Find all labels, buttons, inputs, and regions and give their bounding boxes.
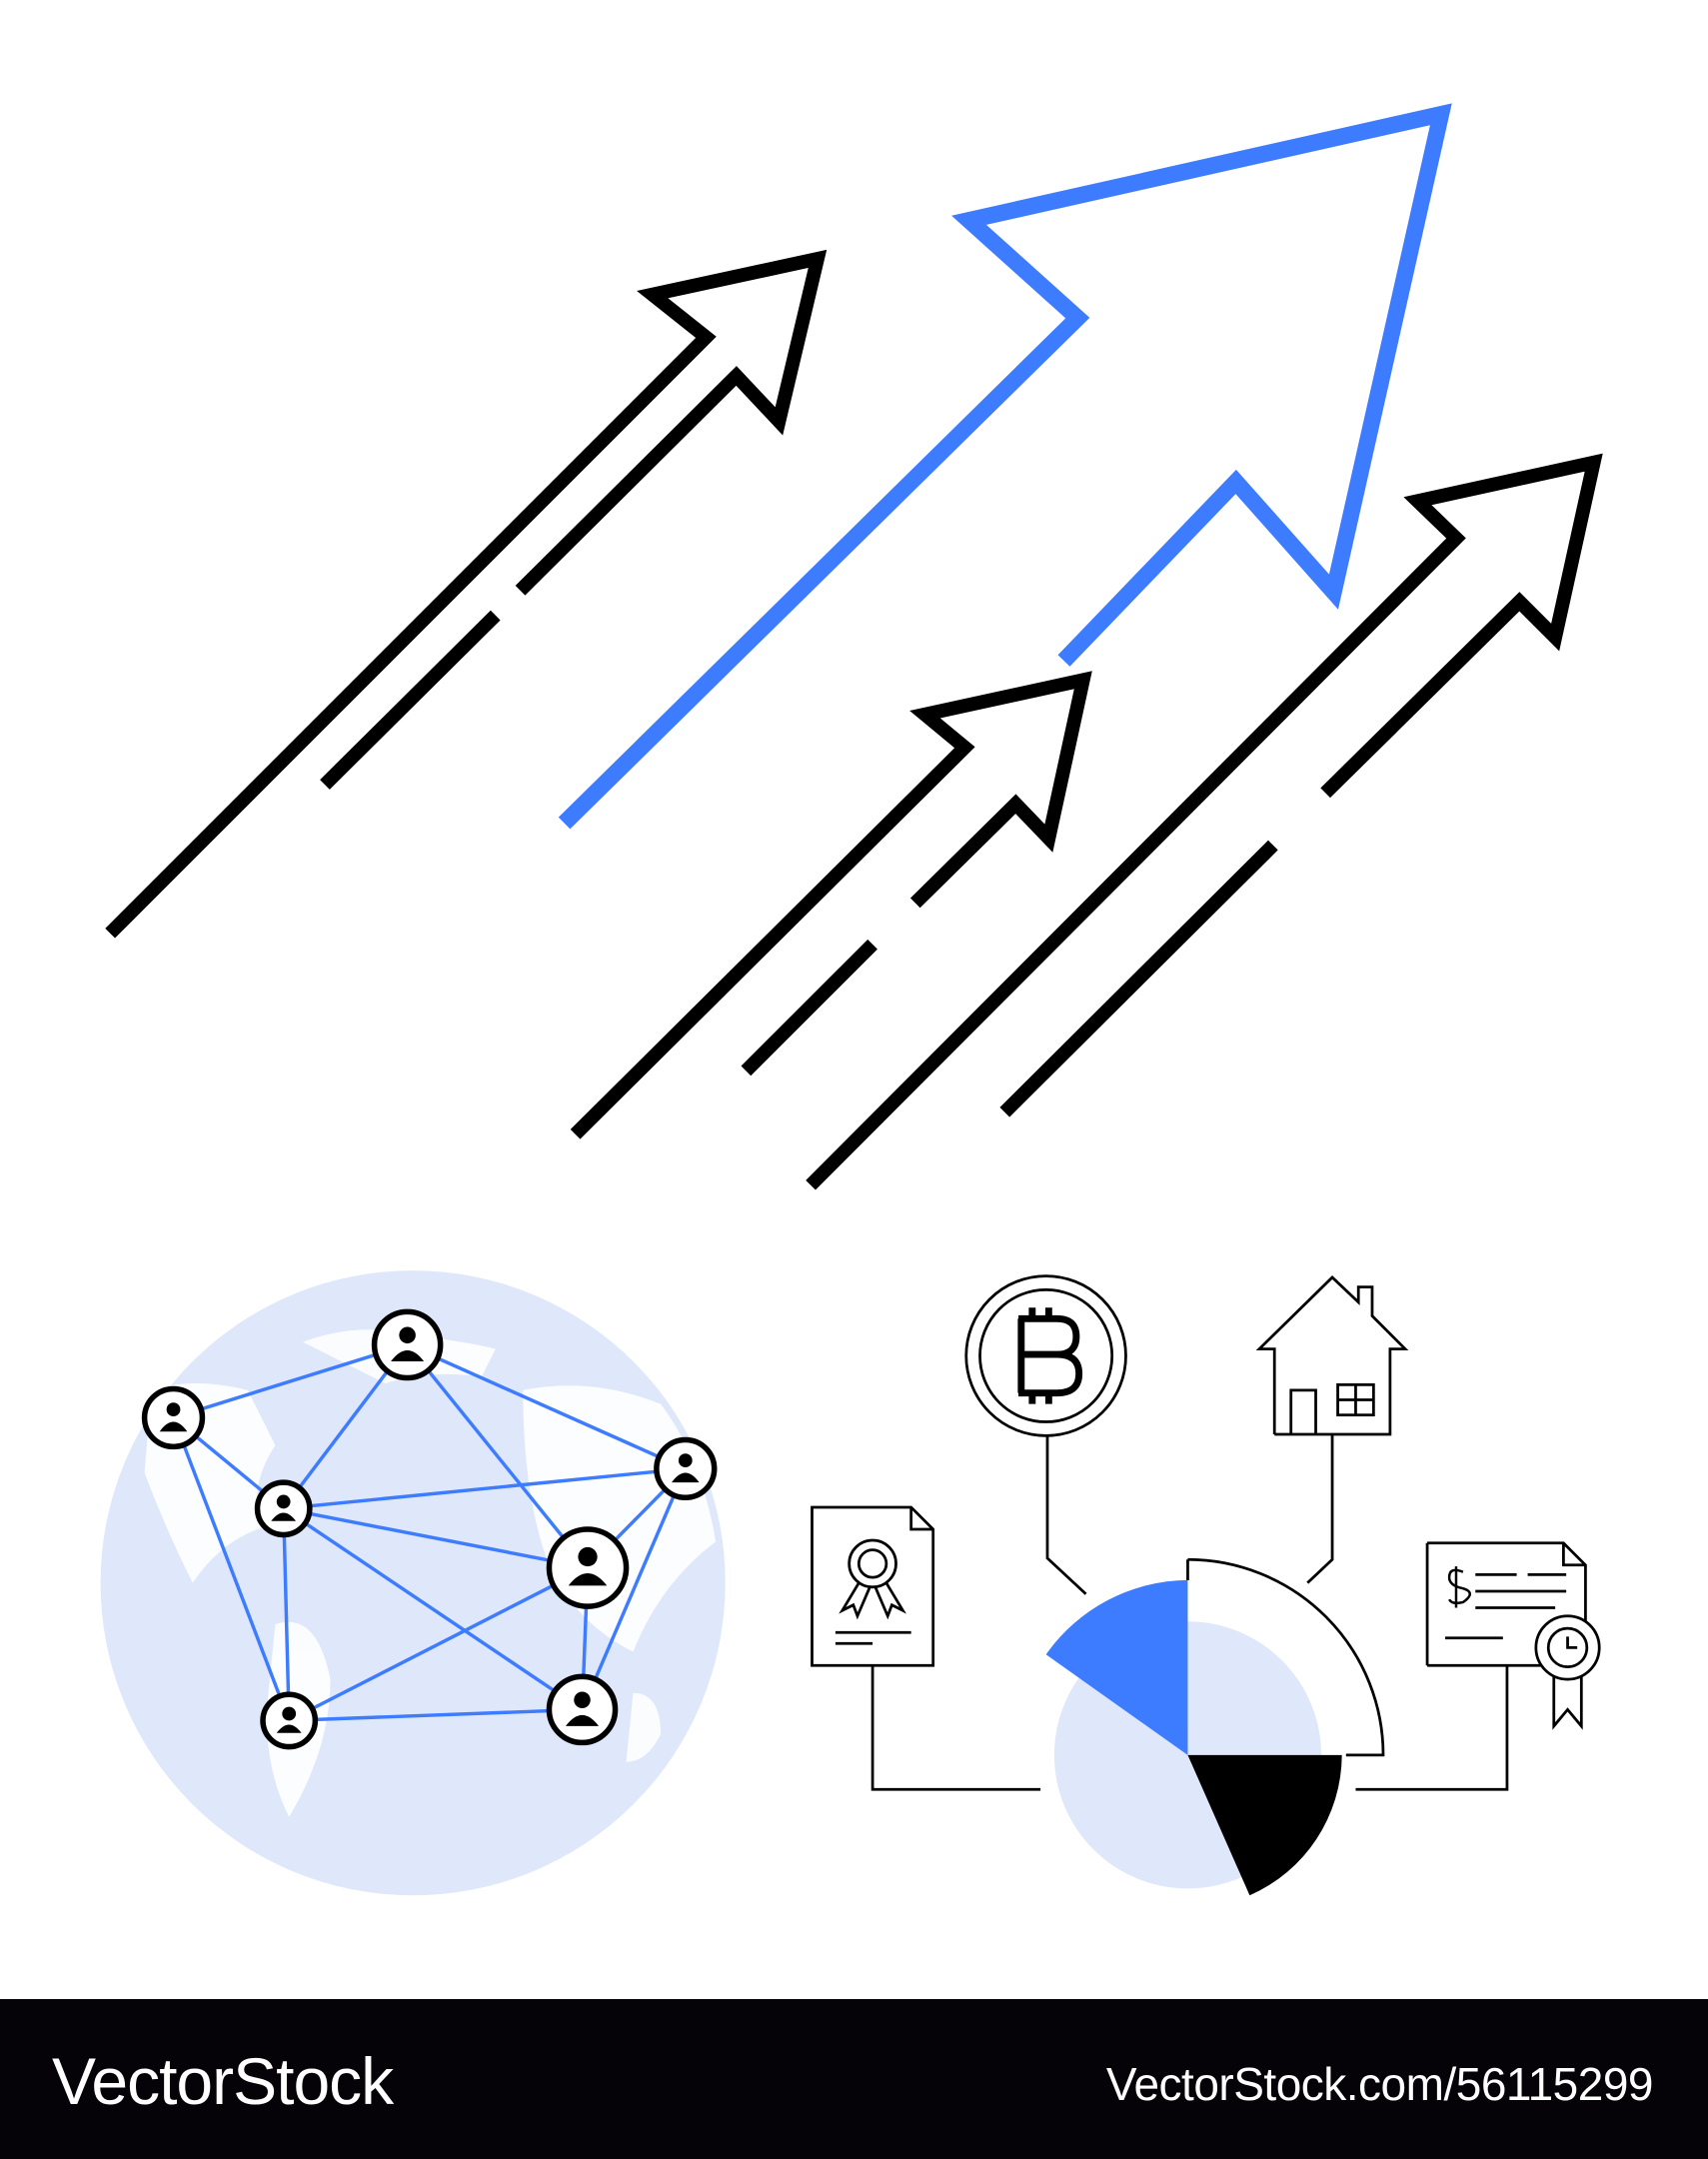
- person-node-icon: [254, 1479, 313, 1538]
- arrow-right-icon: [806, 453, 1603, 1190]
- invoice-document-icon: [1425, 1541, 1601, 1730]
- footer-banner: VectorStock VectorStock.com/56115299: [0, 1999, 1708, 2159]
- person-node-icon: [260, 1691, 319, 1750]
- bitcoin-icon: [964, 1274, 1127, 1437]
- person-node-icon: [546, 1526, 630, 1609]
- certificate-document-icon: [811, 1505, 935, 1667]
- person-node-icon: [371, 1308, 444, 1381]
- house-icon: [1255, 1275, 1409, 1436]
- person-node-icon: [546, 1673, 619, 1746]
- illustration: [100, 103, 1603, 1896]
- brand-logo: VectorStock: [52, 2044, 394, 2118]
- person-node-icon: [654, 1436, 718, 1501]
- arrow-small-icon: [570, 671, 1092, 1139]
- globe-network-icon: [100, 1270, 726, 1896]
- stock-url: VectorStock.com/56115299: [1105, 2058, 1654, 2110]
- arrow-blue-icon: [558, 103, 1452, 830]
- pie-chart-icon: [1045, 1557, 1385, 1896]
- finance-diagram: [811, 1274, 1601, 1896]
- arrow-large-left-icon: [105, 249, 828, 939]
- person-node-icon: [141, 1385, 206, 1450]
